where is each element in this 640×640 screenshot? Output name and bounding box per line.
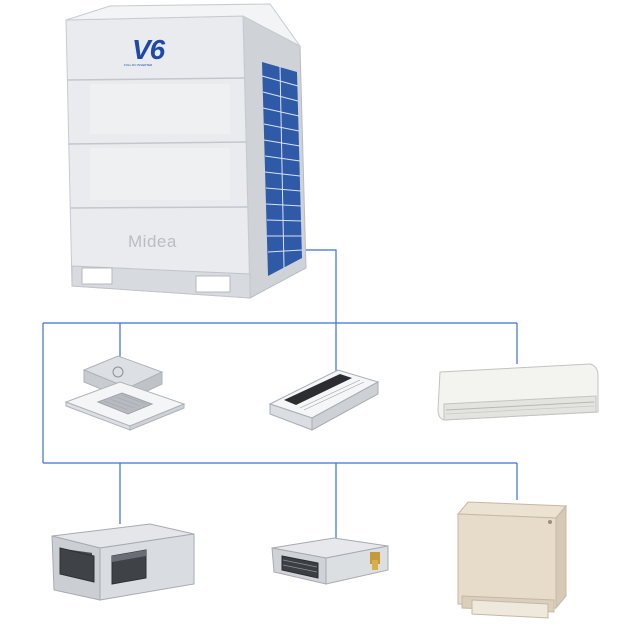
model-badge: V6 FULL DC INVERTER <box>118 34 174 72</box>
high-static-duct-icon <box>51 523 195 601</box>
outdoor-unit-top <box>65 3 301 47</box>
model-badge-text: V6 <box>132 34 165 65</box>
brand-logo: Midea <box>128 232 177 251</box>
wall-mounted-split-icon <box>437 363 599 421</box>
four-way-cassette-icon <box>64 355 186 431</box>
slim-duct-icon <box>271 537 389 585</box>
duct-outlet-left-face <box>59 547 95 583</box>
one-way-cassette-icon <box>268 369 380 431</box>
outdoor-unit-foot-left <box>81 267 113 285</box>
coil-fins <box>261 65 303 269</box>
outdoor-unit-foot-right <box>195 275 231 293</box>
connection-lines <box>42 249 518 540</box>
model-badge-subtitle: FULL DC INVERTER <box>124 63 153 67</box>
panel-seams <box>66 77 249 209</box>
main-pipe <box>306 249 337 323</box>
outdoor-unit-icon <box>65 3 307 299</box>
floor-standing-console-icon <box>456 501 568 619</box>
